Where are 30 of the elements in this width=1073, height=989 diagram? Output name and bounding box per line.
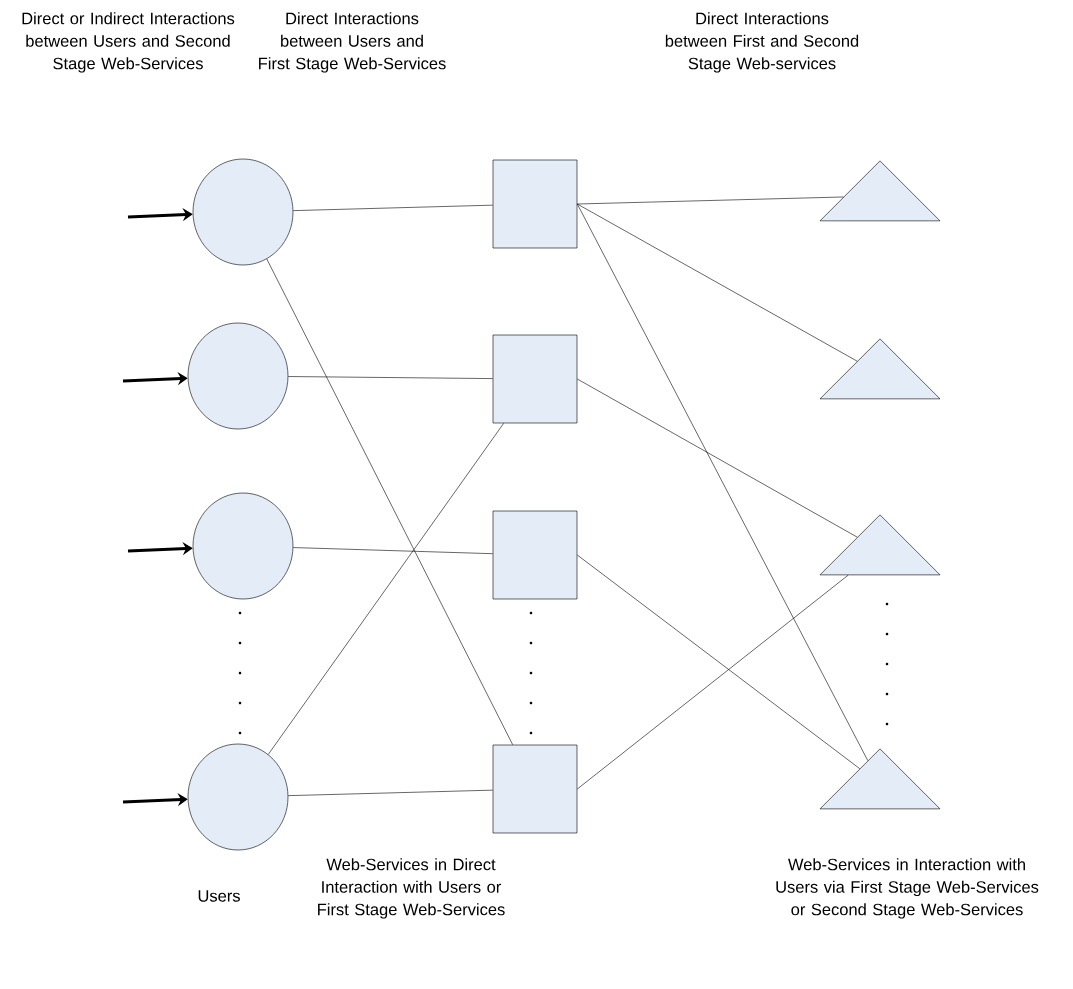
column-label: Users xyxy=(198,890,240,902)
service-square xyxy=(492,159,578,249)
service-triangle xyxy=(819,160,941,222)
column-label: Web-Services in Direct Interaction with Users or First Stage Web-Services xyxy=(318,858,505,919)
service-square xyxy=(492,334,578,424)
service-triangle xyxy=(819,514,941,576)
connector-line xyxy=(292,547,493,554)
column-label: Web-Services in Interaction with Users via First Stage Web-Services or Second Stage Web-Services xyxy=(776,858,1039,919)
service-triangle xyxy=(819,748,941,810)
column-label: Direct Interactions between Users and First Stage Web-Services xyxy=(259,12,446,73)
column-label: Direct or Indirect Interactions between Users and Second Stage Web-Services xyxy=(22,12,235,73)
column-label: Direct Interactions between First and Second Stage Web-services xyxy=(665,12,859,73)
connector-line xyxy=(577,203,869,761)
connector-line xyxy=(267,423,504,755)
user-circle xyxy=(187,743,289,851)
user-circle xyxy=(187,322,289,430)
service-triangle xyxy=(819,338,941,400)
connector-line xyxy=(577,196,844,205)
connector-line xyxy=(577,574,849,790)
connector-line xyxy=(266,258,513,745)
connector-line xyxy=(293,204,493,211)
user-circle xyxy=(192,158,294,266)
connector-line xyxy=(577,378,858,538)
connector-line xyxy=(288,789,493,796)
connector-line xyxy=(577,554,861,769)
service-square xyxy=(492,510,578,600)
connector-line xyxy=(577,203,858,362)
connector-line xyxy=(288,376,493,379)
service-square xyxy=(492,744,578,834)
user-circle xyxy=(192,492,294,600)
